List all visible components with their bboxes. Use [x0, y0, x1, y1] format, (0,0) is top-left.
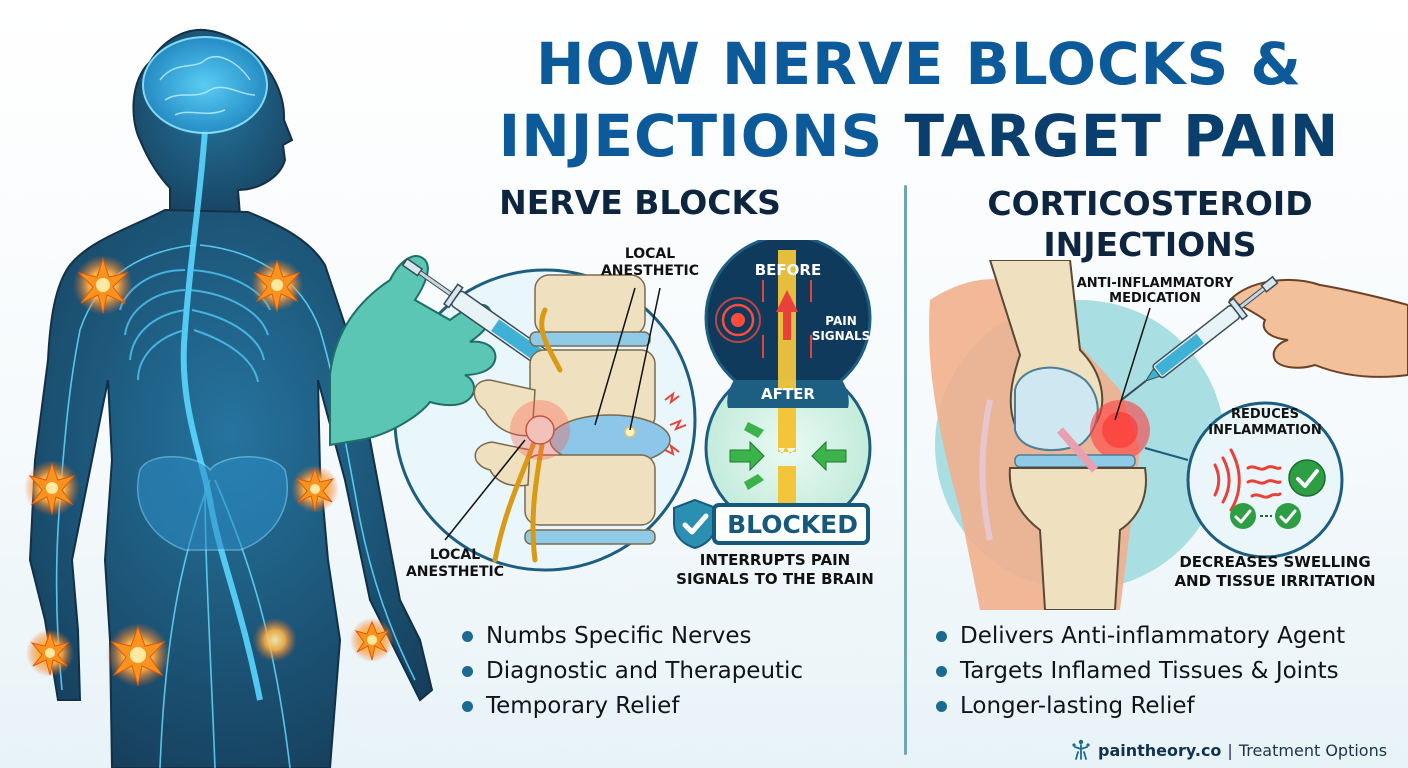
- page-title: HOW NERVE BLOCKS & INJECTIONS TARGET PAI…: [430, 28, 1408, 172]
- list-item: Temporary Relief: [462, 689, 803, 724]
- check-circle-icon: [1275, 503, 1301, 529]
- local-anesthetic-label-bottom: LOCAL ANESTHETIC: [405, 547, 505, 580]
- footer-brand: paintheory.co | Treatment Options: [1070, 738, 1387, 762]
- bullet-dot-icon: [936, 666, 947, 677]
- pain-burst-icon: [24, 255, 394, 687]
- anti-inflammatory-medication-label: ANTI-INFLAMMATORY MEDICATION: [1076, 276, 1234, 306]
- footer-separator: |: [1227, 740, 1233, 760]
- nerve-blocks-heading: NERVE BLOCKS: [499, 183, 781, 222]
- list-item: Delivers Anti-inflammatory Agent: [936, 619, 1345, 654]
- bullet-dot-icon: [462, 631, 473, 642]
- before-after-diagram: BEFORE PAIN SIGNALS AFTER: [698, 234, 878, 540]
- brand-link[interactable]: paintheory.co: [1098, 740, 1222, 760]
- check-circle-icon: [1230, 503, 1256, 529]
- knee-injection-illustration: [920, 259, 1408, 611]
- nerve-blocks-caption: INTERRUPTS PAIN SIGNALS TO THE BRAIN: [676, 551, 874, 588]
- title-line-2-a: INJECTIONS: [498, 102, 884, 170]
- arrow-left-icon: [811, 440, 847, 472]
- bullet-dot-icon: [462, 701, 473, 712]
- blocked-badge: BLOCKED: [712, 503, 870, 545]
- list-item: Diagnostic and Therapeutic: [462, 654, 803, 689]
- title-line-2-b: TARGET PAIN: [904, 102, 1340, 170]
- arrow-right-icon: [729, 440, 765, 472]
- after-label: AFTER: [761, 385, 815, 403]
- spine-injection-illustration: [320, 240, 720, 590]
- local-anesthetic-label-top: LOCAL ANESTHETIC: [600, 246, 700, 279]
- hand-icon: [1228, 279, 1408, 378]
- section-divider: [904, 185, 907, 755]
- corticosteroid-benefits-list: Delivers Anti-inflammatory Agent Targets…: [936, 619, 1345, 724]
- corticosteroid-heading: CORTICOSTEROID INJECTIONS: [987, 184, 1313, 264]
- bullet-dot-icon: [936, 701, 947, 712]
- nervous-system-figure: [0, 0, 440, 768]
- reduces-inflammation-label: REDUCES INFLAMMATION: [1208, 407, 1322, 438]
- list-item: Targets Inflamed Tissues & Joints: [936, 654, 1345, 689]
- list-item: Longer-lasting Relief: [936, 689, 1345, 724]
- title-line-1: HOW NERVE BLOCKS &: [536, 30, 1302, 98]
- list-item: Numbs Specific Nerves: [462, 619, 803, 654]
- check-circle-icon: [1288, 459, 1326, 497]
- before-label: BEFORE: [754, 261, 822, 279]
- nerve-blocks-benefits-list: Numbs Specific Nerves Diagnostic and The…: [462, 619, 803, 724]
- footer-section-label: Treatment Options: [1238, 740, 1388, 760]
- pain-signals-label: PAIN SIGNALS: [811, 314, 871, 343]
- title-line-2: INJECTIONS TARGET PAIN: [430, 100, 1408, 172]
- corticosteroid-caption: DECREASES SWELLING AND TISSUE IRRITATION: [1174, 553, 1376, 590]
- bullet-dot-icon: [462, 666, 473, 677]
- syringe-icon: [1120, 275, 1279, 401]
- paintheory-logo-icon: [1070, 739, 1092, 761]
- bullet-dot-icon: [936, 631, 947, 642]
- shield-check-icon: [672, 498, 718, 550]
